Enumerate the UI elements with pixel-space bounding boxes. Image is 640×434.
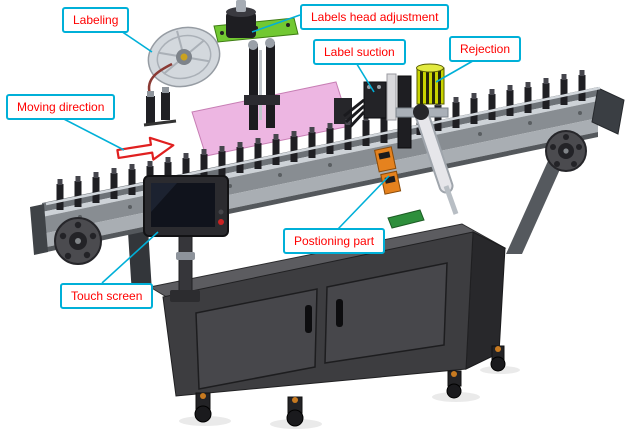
- conveyor-support-right: [506, 147, 570, 254]
- pneumatic-cylinder: [413, 104, 459, 215]
- label-disc: [147, 26, 221, 88]
- casters: [194, 345, 506, 427]
- leader-touch-screen: [101, 231, 159, 284]
- screen-base: [170, 290, 200, 302]
- callout-label-suction: Label suction: [313, 39, 406, 65]
- station-column-right: [266, 42, 275, 128]
- station-cross-bracket: [244, 95, 280, 105]
- cabinet-door-left: [195, 288, 318, 390]
- air-tube: [147, 62, 173, 95]
- door-handle-right: [336, 299, 343, 327]
- door-handle-left: [305, 305, 312, 333]
- leader-positioning-part: [337, 175, 390, 230]
- callout-labels-head-adjustment: Labels head adjustment: [300, 4, 450, 30]
- conveyor-guide-rail: [45, 86, 601, 206]
- leader-rejection: [435, 57, 479, 83]
- screen-power-button[interactable]: [218, 219, 224, 225]
- station-column-left: [249, 44, 258, 130]
- leader-labels-head-adjustment: [251, 14, 301, 33]
- cabinet: [148, 223, 507, 427]
- striped-roll: [416, 63, 445, 105]
- leader-moving-direction: [57, 115, 125, 151]
- screen-pole: [178, 231, 193, 295]
- labels-head-roller: [226, 0, 256, 38]
- leader-label-suction: [354, 60, 375, 93]
- rejection-assembly: [387, 63, 459, 229]
- touch-screen-assembly: [143, 175, 229, 302]
- callout-positioning-part: Postioning part: [283, 228, 386, 254]
- callout-touch-screen: Touch screen: [60, 283, 154, 309]
- callout-moving-direction: Moving direction: [6, 94, 116, 120]
- leader-lines: [57, 14, 479, 284]
- labeling-station: [143, 0, 299, 130]
- callout-labeling: Labeling: [62, 7, 130, 33]
- callout-rejection: Rejection: [449, 36, 522, 62]
- conveyor-support-left: [128, 228, 152, 295]
- station-rod: [259, 50, 262, 120]
- right-pulley: [545, 130, 587, 172]
- moving-direction-arrow: [116, 136, 175, 161]
- cabinet-door-right: [324, 262, 448, 364]
- green-bracket: [387, 209, 425, 229]
- conveyor-right-endcap: [591, 87, 625, 135]
- positioning-clamp: [374, 146, 402, 195]
- bottle-grippers: [143, 87, 177, 127]
- label-suction-head: [343, 73, 397, 129]
- conveyor-left-endcap: [30, 204, 48, 255]
- left-pulley: [54, 217, 102, 265]
- suction-mount-block: [334, 98, 352, 124]
